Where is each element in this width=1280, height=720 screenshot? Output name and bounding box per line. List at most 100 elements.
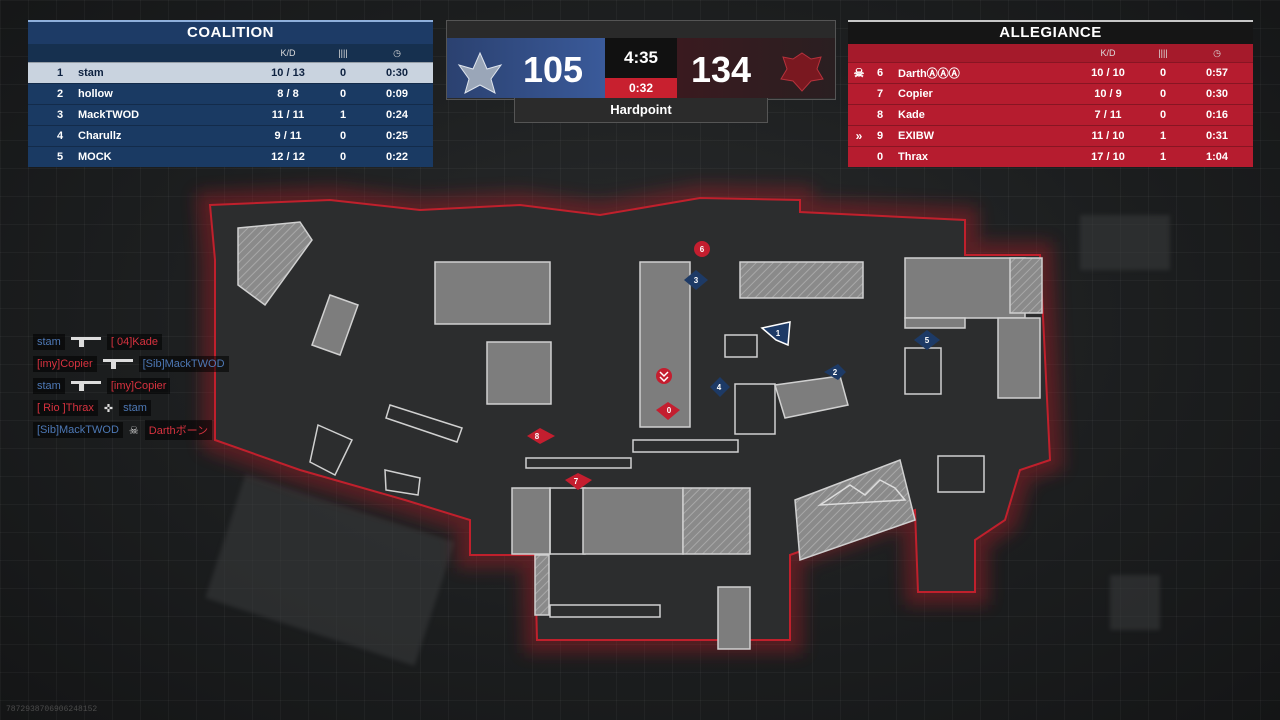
player-marker-red-0: 0 (656, 402, 680, 420)
player-marker-blue-2: 2 (824, 364, 846, 380)
player-time: 1:04 (1205, 151, 1229, 163)
coalition-emblem-icon (457, 51, 503, 94)
svg-text:0: 0 (667, 406, 672, 415)
player-marker-blue-3: 3 (684, 270, 708, 290)
player-row[interactable]: 3 MackTWOD 11 / 11 1 0:24 (28, 104, 433, 125)
player-number: 1 (56, 67, 64, 79)
player-number: 8 (876, 109, 884, 121)
killer-name: [Sib]MackTWOD (33, 422, 123, 438)
kd-header: K/D (280, 48, 296, 58)
player-row[interactable]: 2 hollow 8 / 8 0 0:09 (28, 83, 433, 104)
victim-name: [Sib]MackTWOD (138, 356, 229, 372)
crosshair-icon: ✜ (103, 402, 114, 415)
killfeed-entry: stam [ 04]Kade (33, 331, 229, 353)
allegiance-scoreboard: ALLEGIANCE K/D |||| ◷ ☠6 DarthⒶⒶⒶ 10 / 1… (848, 20, 1253, 167)
player-marker-blue-1: 1 (760, 321, 791, 347)
svg-text:2: 2 (833, 368, 838, 377)
victim-name: [imy]Copier (106, 378, 171, 394)
rifle-icon (70, 380, 101, 392)
killfeed: stam [ 04]Kade [imy]Copier [Sib]MackTWOD… (33, 331, 229, 441)
player-row[interactable]: 5 MOCK 12 / 12 0 0:22 (28, 146, 433, 167)
svg-text:7: 7 (574, 477, 579, 486)
player-row[interactable]: 1 stam 10 / 13 0 0:30 (28, 62, 433, 83)
skull-icon: ☠ (128, 424, 139, 437)
player-kd: 11 / 10 (1091, 130, 1125, 142)
player-streak: 0 (339, 88, 347, 100)
player-row[interactable]: ☠6 DarthⒶⒶⒶ 10 / 10 0 0:57 (848, 62, 1253, 83)
player-time: 0:30 (1205, 88, 1229, 100)
kd-header: K/D (1100, 48, 1116, 58)
player-time: 0:25 (385, 130, 409, 142)
player-time: 0:31 (1205, 130, 1229, 142)
player-marker-red-6: 6 (694, 241, 710, 257)
player-name: Charullz (78, 130, 122, 142)
skull-icon: ☠ (853, 66, 865, 80)
player-time: 0:30 (385, 67, 409, 79)
killer-name: [imy]Copier (33, 356, 97, 372)
background-terrain (1110, 575, 1160, 630)
player-kd: 10 / 10 (1091, 67, 1125, 79)
player-number: 7 (876, 88, 884, 100)
player-time: 0:24 (385, 109, 409, 121)
player-time: 0:16 (1205, 109, 1229, 121)
player-name: Thrax (898, 151, 928, 163)
svg-text:3: 3 (694, 276, 699, 285)
tally-icon: |||| (338, 48, 348, 58)
svg-text:8: 8 (535, 432, 540, 441)
player-name: MackTWOD (78, 109, 140, 121)
killfeed-entry: [imy]Copier [Sib]MackTWOD (33, 353, 229, 375)
player-kd: 12 / 12 (271, 151, 305, 163)
player-name: stam (78, 67, 104, 79)
victim-name: Darthボーン (144, 420, 213, 440)
hardpoint-objective-icon (656, 368, 672, 384)
match-scorebox: 105 4:35 0:32 134 (446, 20, 836, 100)
player-row[interactable]: 0 Thrax 17 / 10 1 1:04 (848, 146, 1253, 167)
player-row[interactable]: 7 Copier 10 / 9 0 0:30 (848, 83, 1253, 104)
rifle-icon (102, 358, 133, 370)
player-streak: 0 (1159, 88, 1167, 100)
player-marker-blue-5: 5 (914, 330, 940, 350)
player-number: 6 (876, 67, 884, 79)
svg-text:6: 6 (700, 245, 705, 254)
player-streak: 0 (339, 151, 347, 163)
player-row[interactable]: 8 Kade 7 / 11 0 0:16 (848, 104, 1253, 125)
hardpoint-timer: 0:32 (605, 78, 677, 98)
clock-icon: ◷ (1213, 47, 1221, 58)
svg-text:5: 5 (925, 336, 930, 345)
player-streak: 0 (339, 130, 347, 142)
coalition-team-name: COALITION (28, 20, 433, 44)
killer-name: stam (33, 334, 65, 350)
player-kd: 8 / 8 (277, 88, 299, 100)
player-row[interactable]: »9 EXIBW 11 / 10 1 0:31 (848, 125, 1253, 146)
player-number: 4 (56, 130, 64, 142)
player-streak: 1 (339, 109, 347, 121)
player-marker-blue-4: 4 (710, 377, 730, 397)
game-mode-label: Hardpoint (514, 98, 768, 123)
svg-text:4: 4 (717, 383, 722, 392)
allegiance-emblem-icon (780, 52, 824, 92)
killfeed-entry: stam [imy]Copier (33, 375, 229, 397)
allegiance-header-row: K/D |||| ◷ (848, 44, 1253, 62)
player-number: 3 (56, 109, 64, 121)
killfeed-entry: [ Rio ]Thrax ✜ stam (33, 397, 229, 419)
killer-name: stam (33, 378, 65, 394)
player-row[interactable]: 4 Charullz 9 / 11 0 0:25 (28, 125, 433, 146)
allegiance-score: 134 (691, 49, 752, 90)
rifle-icon (70, 336, 101, 348)
allegiance-team-name: ALLEGIANCE (848, 20, 1253, 44)
player-marker-red-8: 8 (527, 428, 555, 444)
player-kd: 17 / 10 (1091, 151, 1125, 163)
player-number: 2 (56, 88, 64, 100)
player-time: 0:09 (385, 88, 409, 100)
victim-name: stam (119, 400, 151, 416)
player-name: hollow (78, 88, 113, 100)
player-kd: 7 / 11 (1094, 109, 1122, 121)
player-streak: 1 (1159, 151, 1167, 163)
session-id-watermark: 7872938706906248152 (6, 705, 98, 714)
player-number: 0 (876, 151, 884, 163)
player-time: 0:22 (385, 151, 409, 163)
player-streak: 0 (1159, 109, 1167, 121)
victim-name: [ 04]Kade (106, 334, 162, 350)
tally-icon: |||| (1158, 48, 1168, 58)
